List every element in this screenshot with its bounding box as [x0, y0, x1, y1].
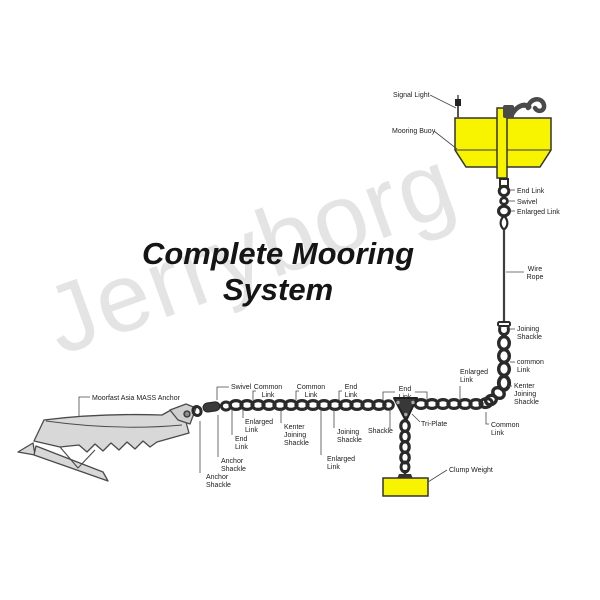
- lower-right-chain: [484, 321, 512, 407]
- swivel-bottom: [202, 401, 221, 413]
- signal-light: [455, 95, 461, 118]
- mooring-buoy-label: Mooring Buoy: [392, 128, 436, 135]
- common-link-curve-label-leader: [485, 412, 489, 425]
- clump-weight-chain: [399, 419, 411, 479]
- tri-plate: [393, 397, 418, 422]
- swivel-bottom-label: Swivel: [231, 384, 252, 391]
- chain-link: [468, 398, 484, 411]
- common-link-1-label-leader: [252, 390, 256, 400]
- anchor-name-label: Moorfast Asia MASS Anchor: [92, 395, 181, 402]
- swivel-top: [499, 196, 509, 206]
- shackle-bottom-label: Shackle: [368, 428, 393, 435]
- common-link-right: [497, 335, 512, 352]
- buoy-center-tube: [496, 107, 508, 179]
- swivel-top-label: Swivel: [517, 199, 538, 206]
- signal-light-label-leader: [429, 94, 457, 109]
- end-link-triplate-label-leader: [382, 391, 395, 400]
- enlarged-link-top: [497, 204, 512, 218]
- signal-light-label: Signal Light: [393, 92, 430, 99]
- swivel-bottom-label-leader: [216, 386, 229, 400]
- anchor: [17, 403, 197, 482]
- chain-link: [478, 396, 494, 410]
- anchor-nose: [17, 442, 36, 456]
- joining-shackle-right: [497, 321, 511, 327]
- end-link-mid-label-leader: [338, 390, 342, 400]
- tri-plate-label-leader: [411, 413, 421, 423]
- anchor-head: [169, 403, 197, 425]
- anchor-skid: [33, 445, 109, 482]
- buoy-hook-icon: [503, 97, 547, 118]
- chain-link: [382, 399, 395, 411]
- clump-weight-label: Clump Weight: [449, 467, 493, 474]
- anchor-name-label-leader: [78, 396, 90, 417]
- mooring-buoy: [454, 107, 552, 179]
- end-link-top: [497, 184, 511, 198]
- enlarged-link-top-label: Enlarged Link: [517, 209, 560, 216]
- tri-plate-label: Tri-Plate: [421, 421, 447, 428]
- mooring-buoy-label-leader: [433, 130, 458, 150]
- diagram-title: Complete Mooring System: [141, 236, 415, 307]
- clump-weight: [382, 474, 429, 497]
- end-link-top-label: End Link: [517, 188, 545, 195]
- clump-weight-label-leader: [427, 469, 448, 483]
- buoy-chain: [497, 178, 512, 231]
- common-link-2-label-leader: [295, 390, 299, 400]
- ground-chain: [228, 396, 494, 412]
- thimble: [499, 214, 509, 231]
- end-link-triplate-label-leader: [415, 391, 428, 400]
- anchor-shackle-swivel: [191, 400, 233, 417]
- anchor-shackle: [191, 405, 203, 417]
- anchor-fluke: [33, 409, 190, 453]
